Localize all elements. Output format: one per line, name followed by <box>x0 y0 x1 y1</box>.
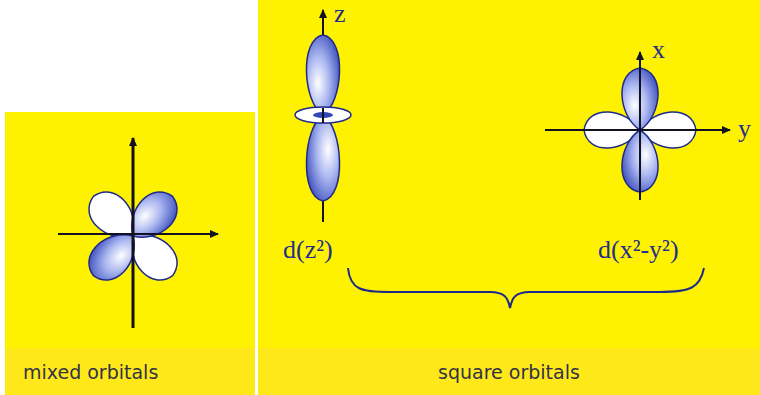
panel-caption: mixed orbitals <box>5 350 255 394</box>
dz2-orbital <box>295 35 351 201</box>
panel-caption: square orbitals <box>258 350 760 394</box>
panel-caption-text: mixed orbitals <box>23 361 158 383</box>
brace <box>348 268 704 308</box>
axis-line <box>58 233 218 235</box>
left-strip <box>5 348 255 395</box>
axis-line <box>545 129 730 131</box>
axis-line <box>639 52 641 200</box>
axis-label: z <box>334 0 346 29</box>
right-strip <box>258 348 760 395</box>
axis-label: y <box>738 115 751 144</box>
axis-label: d(z²) <box>283 236 333 265</box>
panel-caption-text: square orbitals <box>438 361 580 383</box>
right-panel <box>258 0 760 395</box>
axis-label: d(x²-y²) <box>598 236 679 265</box>
left-panel <box>5 112 255 395</box>
axis-label: x <box>652 36 665 65</box>
